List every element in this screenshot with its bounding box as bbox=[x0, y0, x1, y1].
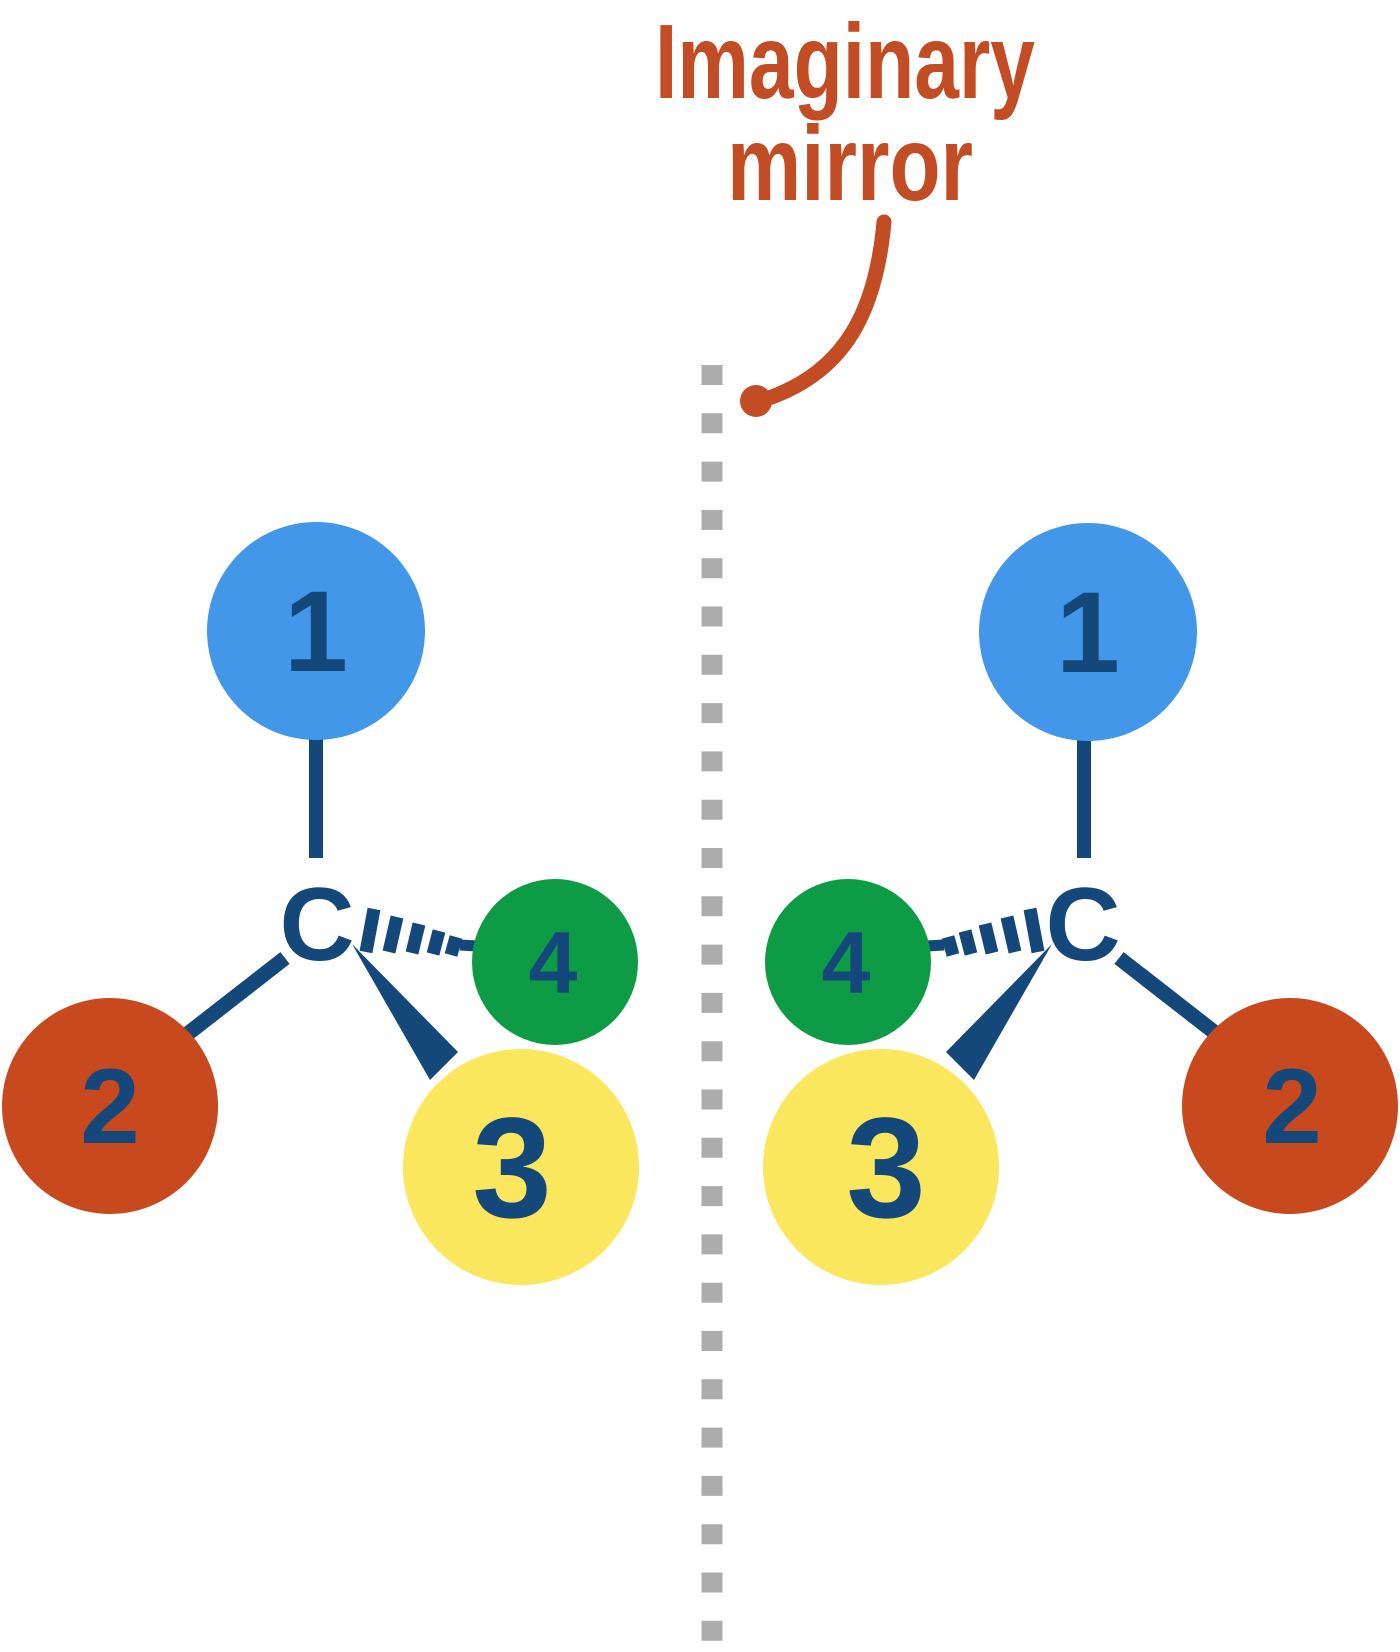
curved-arrow bbox=[758, 214, 892, 407]
right-atom-label-4: 4 bbox=[822, 913, 871, 1012]
right-atom-label-1: 1 bbox=[1056, 569, 1120, 697]
left-atom-label-2: 2 bbox=[80, 1046, 140, 1166]
left-atom-circle-4 bbox=[472, 879, 638, 1045]
right-atom-circle-3 bbox=[763, 1049, 999, 1285]
left-atom-circle-3 bbox=[403, 1049, 639, 1285]
right-hashed-wedge-c-4 bbox=[926, 907, 1045, 957]
right-solid-wedge-c-3 bbox=[946, 944, 1052, 1080]
left-atom-circle-2 bbox=[2, 998, 218, 1214]
left-atom-label-3: 3 bbox=[472, 1089, 552, 1248]
left-atom-label-1: 1 bbox=[284, 568, 348, 696]
annotation-line2: mirror bbox=[727, 105, 973, 223]
right-carbon-label: C bbox=[1045, 867, 1120, 983]
left-solid-wedge-c-3 bbox=[352, 944, 458, 1080]
right-molecule: C 1 2 4 3 bbox=[763, 523, 1398, 1285]
left-atom-label-4: 4 bbox=[529, 913, 578, 1012]
annotation-line1: Imaginary bbox=[655, 3, 1035, 121]
right-atom-circle-4 bbox=[765, 879, 931, 1045]
right-atom-label-2: 2 bbox=[1262, 1046, 1322, 1166]
left-hashed-wedge-c-4 bbox=[359, 907, 478, 957]
right-atom-label-3: 3 bbox=[846, 1089, 926, 1248]
left-molecule: C 1 2 4 3 bbox=[2, 522, 639, 1285]
left-carbon-label: C bbox=[279, 867, 354, 983]
curved-arrow-endpoint-dot bbox=[740, 385, 772, 417]
mirror-annotation: Imaginary mirror bbox=[655, 3, 1035, 417]
right-atom-circle-1 bbox=[979, 523, 1197, 741]
right-atom-circle-2 bbox=[1182, 998, 1398, 1214]
left-atom-circle-1 bbox=[207, 522, 425, 740]
